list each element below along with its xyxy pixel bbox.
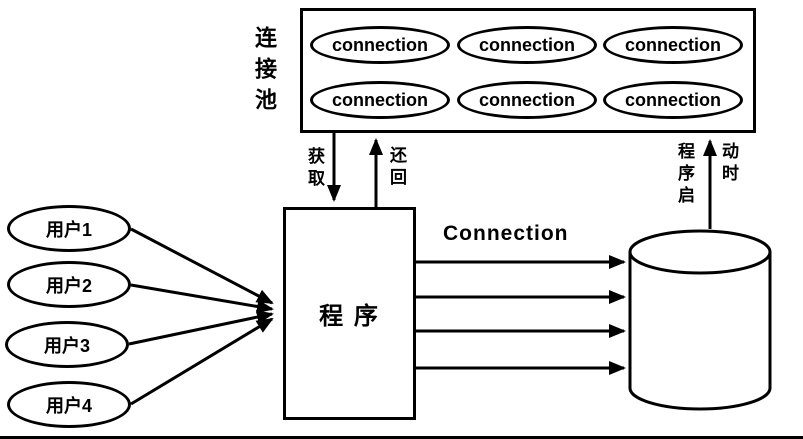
user4-ellipse: 用户4 xyxy=(7,381,131,428)
return-label: 还回 xyxy=(387,146,406,190)
connection-ellipse-4: connection xyxy=(310,81,450,119)
bottom-edge-line xyxy=(0,436,803,439)
connection-ellipse-3: connection xyxy=(603,26,743,64)
user-arrow-1 xyxy=(130,227,274,305)
user-arrow-2 xyxy=(130,283,274,314)
connection-ellipse-2: connection xyxy=(457,26,597,64)
user-arrow-4 xyxy=(130,317,274,406)
acquire-label: 获取 xyxy=(305,147,324,191)
startup-label-left: 程序启 xyxy=(675,142,694,208)
connection-label: Connection xyxy=(443,222,569,245)
program-label: 程 序 xyxy=(319,303,380,330)
connection-ellipse-1: connection xyxy=(310,26,450,64)
user3-ellipse: 用户3 xyxy=(5,321,129,368)
connection-ellipse-5: connection xyxy=(457,81,597,119)
user1-ellipse: 用户1 xyxy=(7,205,131,252)
database-cylinder xyxy=(628,229,772,411)
connection-pool-label: 连接池 xyxy=(252,26,277,119)
user-arrow-3 xyxy=(128,310,274,346)
startup-label-right: 动时 xyxy=(719,142,738,186)
connection-ellipse-6: connection xyxy=(603,81,743,119)
user2-ellipse: 用户2 xyxy=(7,261,131,308)
program-box: 程 序 xyxy=(283,207,416,420)
